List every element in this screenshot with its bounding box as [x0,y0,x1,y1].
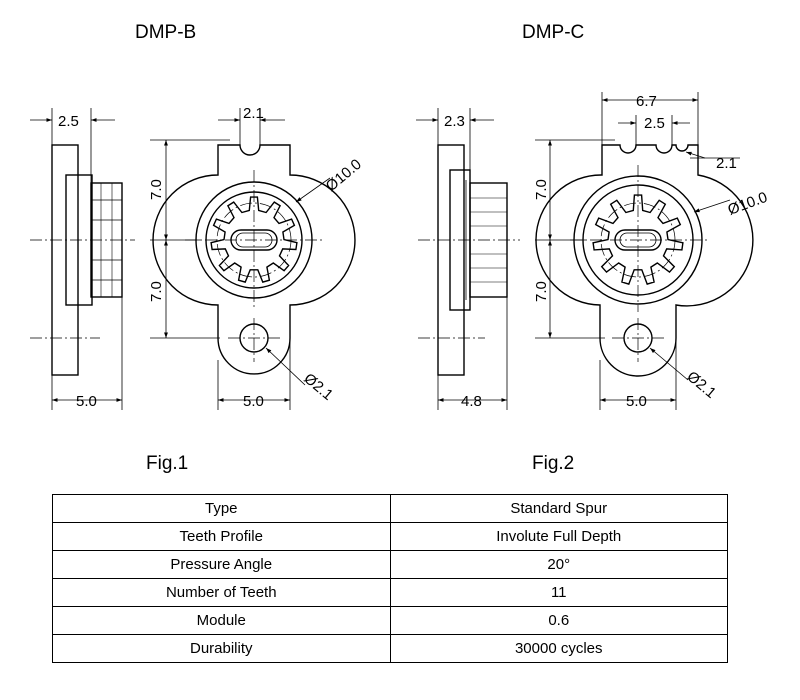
fig1-slot-dim: 2.1 [243,105,264,122]
spec-value: 11 [389,578,728,607]
fig1-hole-dim: Ø2.1 [300,370,336,404]
fig2-slot-pitch-dim: 2.5 [644,115,665,132]
spec-value: 30000 cycles [389,634,728,663]
fig1-side-view [51,144,123,376]
spec-value: Involute Full Depth [389,522,728,551]
fig1-lower-height-dim: 7.0 [148,281,165,302]
fig1-side-width-dim: 5.0 [76,393,97,410]
fig2-upper-height-dim: 7.0 [533,179,550,200]
fig1-gear-outline [210,196,298,283]
fig2-side-view [437,144,508,376]
fig2-lower-height-dim: 7.0 [533,281,550,302]
fig2-thickness-dim: 2.3 [444,113,465,130]
fig2-top-width-dim: 6.7 [636,93,657,110]
fig2-lug-width-dim: 5.0 [626,393,647,410]
fig2-side-width-dim: 4.8 [461,393,482,410]
spec-label: Pressure Angle [52,550,391,579]
spec-label: Module [52,606,391,635]
spec-label: Durability [52,634,391,663]
fig1-model-title: DMP-B [135,22,197,43]
fig2-caption: Fig.2 [532,453,575,474]
fig2-gear-outline [592,194,684,285]
fig1-upper-height-dim: 7.0 [148,179,165,200]
fig2-slot-dim: 2.1 [716,155,737,172]
fig1-caption: Fig.1 [146,453,189,474]
spec-value: 0.6 [389,606,728,635]
spec-label: Teeth Profile [52,522,391,551]
technical-drawing: 2.5 5.0 2.1 7.0 7.0 5.0 Ø10.0 Ø [30,92,770,410]
fig2-model-title: DMP-C [522,22,585,43]
fig1-thickness-dim: 2.5 [58,113,79,130]
fig1-lug-width-dim: 5.0 [243,393,264,410]
spec-label: Number of Teeth [52,578,391,607]
spec-label: Type [52,494,391,523]
fig1-diameter-dim: Ø10.0 [323,156,365,195]
fig2-front-view [535,144,754,377]
spec-value: Standard Spur [389,494,728,523]
spec-value: 20° [389,550,728,579]
fig2-hole-dim: Ø2.1 [683,368,719,402]
